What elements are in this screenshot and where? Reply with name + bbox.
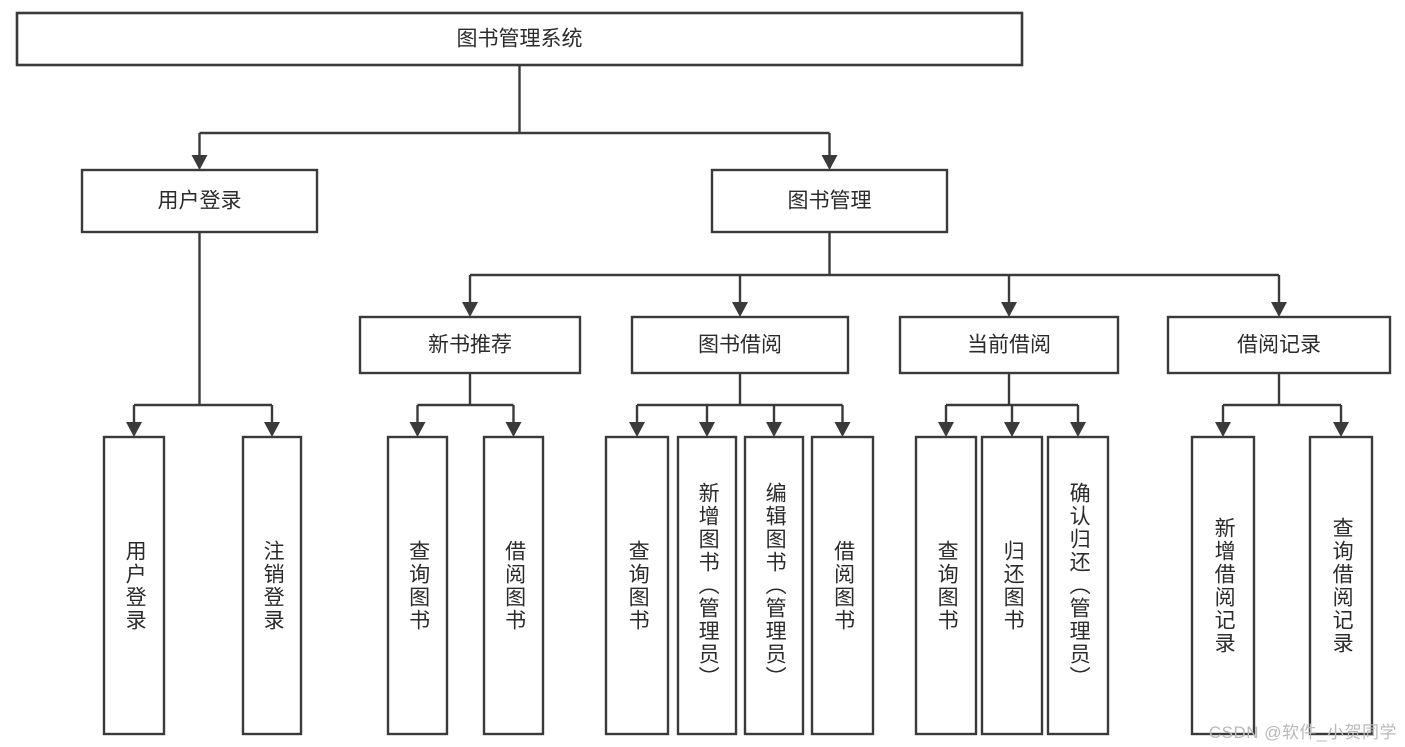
- node-leaf-1[interactable]: [241, 435, 303, 736]
- node-leaf-8[interactable]: [914, 435, 978, 736]
- node-l3-2-label: 当前借阅: [967, 334, 1051, 357]
- arrow-head-icon: [191, 155, 208, 170]
- node-leaf-5[interactable]: [676, 435, 738, 736]
- arrow-head-icon: [1070, 422, 1086, 437]
- node-l3-1[interactable]: [630, 315, 850, 375]
- connector-layer: [126, 65, 1349, 437]
- arrow-head-icon: [699, 422, 715, 437]
- arrow-head-icon: [505, 422, 522, 437]
- node-leaf-2[interactable]: [386, 435, 449, 736]
- node-l3-1-label: 图书借阅: [698, 334, 782, 357]
- arrow-head-icon: [732, 302, 748, 317]
- arrow-head-icon: [629, 422, 645, 437]
- node-l2-0[interactable]: [80, 168, 319, 234]
- arrow-head-icon: [409, 422, 426, 437]
- node-l3-0[interactable]: [358, 315, 582, 375]
- node-leaf-4[interactable]: [604, 435, 670, 736]
- arrow-head-icon: [126, 422, 142, 437]
- node-leaf-10[interactable]: [1046, 435, 1110, 736]
- arrow-head-icon: [264, 422, 280, 437]
- node-l3-0-label: 新书推荐: [428, 334, 512, 357]
- node-l3-2[interactable]: [898, 315, 1120, 375]
- watermark-text: CSDN @软件_小贺同学: [1208, 723, 1397, 742]
- node-l3-3[interactable]: [1166, 315, 1392, 375]
- node-leaf-11[interactable]: [1190, 435, 1256, 736]
- node-leaf-3[interactable]: [482, 435, 545, 736]
- arrow-head-icon: [1271, 302, 1287, 317]
- node-leaf-0[interactable]: [102, 435, 166, 736]
- node-l2-0-label: 用户登录: [158, 190, 242, 213]
- node-l2-1-label: 图书管理: [788, 190, 872, 213]
- arrow-head-icon: [462, 302, 478, 317]
- node-l2-1[interactable]: [710, 168, 949, 234]
- node-leaf-9[interactable]: [980, 435, 1044, 736]
- node-root-system[interactable]: [15, 11, 1024, 67]
- arrow-head-icon: [938, 422, 954, 437]
- node-leaf-6[interactable]: [743, 435, 805, 736]
- node-l3-3-label: 借阅记录: [1237, 334, 1321, 357]
- arrow-head-icon: [834, 422, 851, 437]
- arrow-head-icon: [821, 155, 838, 170]
- arrow-head-icon: [1215, 422, 1231, 437]
- node-leaf-12[interactable]: [1308, 435, 1374, 736]
- arrow-head-icon: [1333, 422, 1349, 437]
- arrow-head-icon: [1001, 302, 1017, 317]
- arrow-head-icon: [766, 422, 782, 437]
- node-root-system-label: 图书管理系统: [457, 28, 583, 51]
- arrow-head-icon: [1004, 422, 1020, 437]
- node-leaf-7[interactable]: [810, 435, 875, 736]
